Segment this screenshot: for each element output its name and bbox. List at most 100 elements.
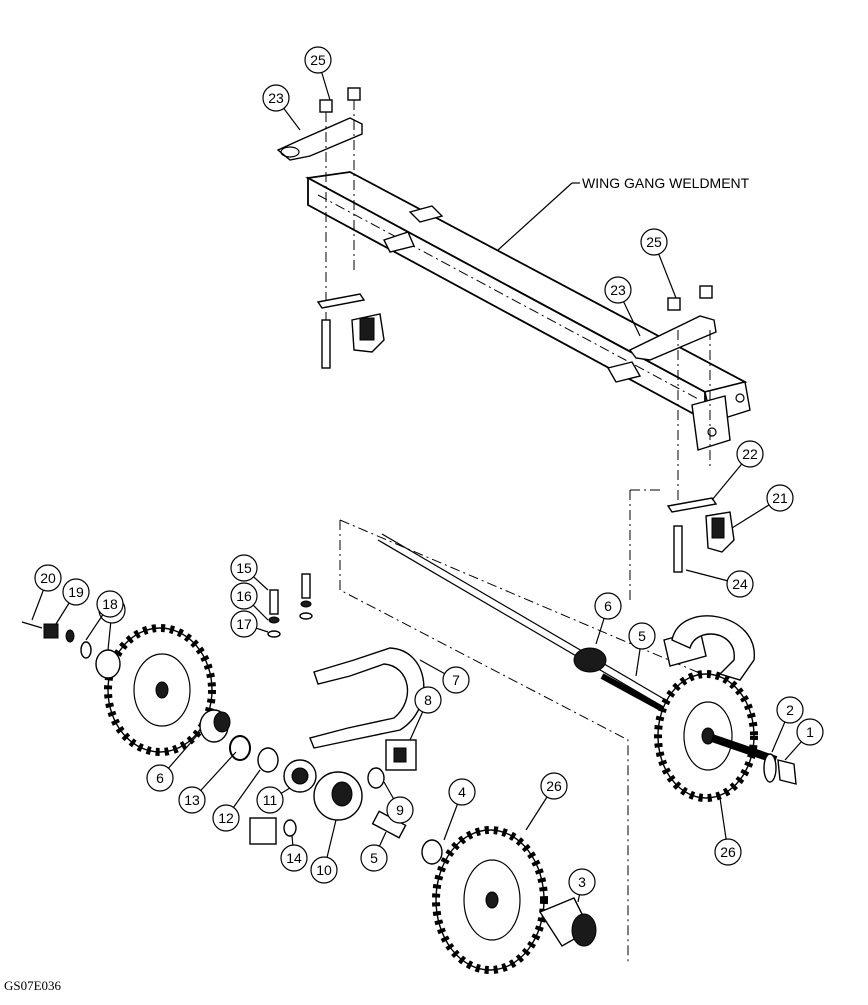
- callout-circle: [726, 570, 754, 598]
- callout-number: 23: [610, 282, 626, 298]
- callout-number: 26: [546, 778, 562, 794]
- callout-23: 23: [604, 276, 641, 337]
- callout-circle: [212, 804, 240, 832]
- callout-number: 26: [720, 844, 736, 860]
- callout-number: 2: [786, 702, 794, 718]
- callout-circle: [178, 786, 206, 814]
- callout-circle: [540, 772, 568, 800]
- drawing-code: GS07E036: [4, 978, 62, 993]
- callout-number: 16: [236, 588, 252, 604]
- callout-3: 3: [568, 868, 596, 903]
- callout-number: 5: [638, 628, 646, 644]
- lower-disc: [432, 826, 548, 974]
- callout-number: 19: [68, 584, 84, 600]
- callout-number: 3: [578, 874, 586, 890]
- callout-15: 15: [230, 554, 269, 591]
- callouts: 1223455667891011121314151617181920212223…: [31, 46, 824, 903]
- callout-21: 21: [731, 484, 794, 529]
- callout-8: 8: [409, 686, 442, 741]
- callout-circle: [256, 786, 284, 814]
- callout-circle: [262, 84, 290, 112]
- end-cone: [538, 897, 597, 947]
- bearing-stack: [199, 709, 443, 865]
- callout-circle: [360, 844, 388, 872]
- callout-number: 10: [316, 862, 332, 878]
- callout-circle: [776, 696, 804, 724]
- callout-circle: [304, 46, 332, 74]
- callout-20: 20: [31, 564, 62, 621]
- callout-circle: [628, 622, 656, 650]
- callout-circle: [640, 228, 668, 256]
- callout-25: 25: [640, 228, 677, 299]
- wing-gang-weldment: [305, 171, 751, 451]
- callout-number: 7: [452, 672, 460, 688]
- callout-number: 25: [646, 234, 662, 250]
- callout-9: 9: [383, 781, 414, 824]
- callout-circle: [414, 686, 442, 714]
- callout-number: 22: [742, 446, 758, 462]
- callout-circle: [230, 582, 258, 610]
- callout-number: 11: [263, 792, 278, 808]
- callout-number: 14: [286, 850, 302, 866]
- callout-circle: [766, 484, 794, 512]
- callout-circle: [604, 276, 632, 304]
- callout-5: 5: [360, 831, 388, 872]
- callout-number: 5: [370, 850, 378, 866]
- callout-number: 8: [424, 692, 432, 708]
- callout-circle: [736, 440, 764, 468]
- callout-25: 25: [304, 46, 332, 101]
- left-disc: [104, 624, 216, 756]
- callout-4: 4: [443, 778, 476, 841]
- callout-circle: [714, 838, 742, 866]
- callout-number: 18: [102, 596, 118, 612]
- callout-number: 21: [772, 490, 788, 506]
- callout-circle: [310, 856, 338, 884]
- weldment-label: WING GANG WELDMENT: [582, 175, 750, 191]
- callout-circle: [146, 764, 174, 792]
- callout-circle: [230, 554, 258, 582]
- callout-circle: [96, 590, 124, 618]
- right-disc: [654, 670, 758, 802]
- callout-number: 1: [806, 724, 814, 740]
- callout-12: 12: [212, 769, 261, 832]
- callout-circle: [448, 778, 476, 806]
- callout-circle: [62, 578, 90, 606]
- callout-26: 26: [714, 797, 742, 866]
- callout-number: 25: [310, 52, 326, 68]
- left-hardware: [21, 621, 121, 679]
- callout-2: 2: [771, 696, 804, 753]
- callout-19: 19: [55, 578, 90, 625]
- callout-circle: [442, 666, 470, 694]
- callout-number: 15: [236, 560, 252, 576]
- callout-number: 9: [396, 802, 404, 818]
- callout-number: 12: [218, 810, 234, 826]
- weldment-leader: [497, 182, 573, 251]
- callout-6: 6: [146, 731, 201, 792]
- callout-22: 22: [711, 440, 764, 501]
- callout-1: 1: [784, 718, 824, 761]
- callout-24: 24: [685, 569, 754, 598]
- callout-circle: [386, 796, 414, 824]
- callout-5: 5: [628, 622, 656, 677]
- scraper-frame: [309, 615, 755, 749]
- callout-23: 23: [262, 84, 301, 131]
- right-end-hardware: [710, 734, 797, 785]
- callout-number: 6: [156, 770, 164, 786]
- callout-circle: [568, 868, 596, 896]
- callout-circle: [796, 718, 824, 746]
- callout-circle: [34, 564, 62, 592]
- callout-17: 17: [230, 610, 269, 638]
- assembly-boundary: [339, 520, 629, 965]
- callout-number: 20: [40, 570, 56, 586]
- callout-number: 23: [268, 90, 284, 106]
- left-bolt-clamp: [316, 293, 385, 369]
- callout-circle: [280, 844, 308, 872]
- callout-number: 6: [604, 598, 612, 614]
- callout-number: 4: [458, 784, 466, 800]
- callout-13: 13: [178, 751, 237, 814]
- callout-14: 14: [280, 835, 308, 872]
- callout-26: 26: [525, 772, 568, 831]
- callout-circle: [594, 592, 622, 620]
